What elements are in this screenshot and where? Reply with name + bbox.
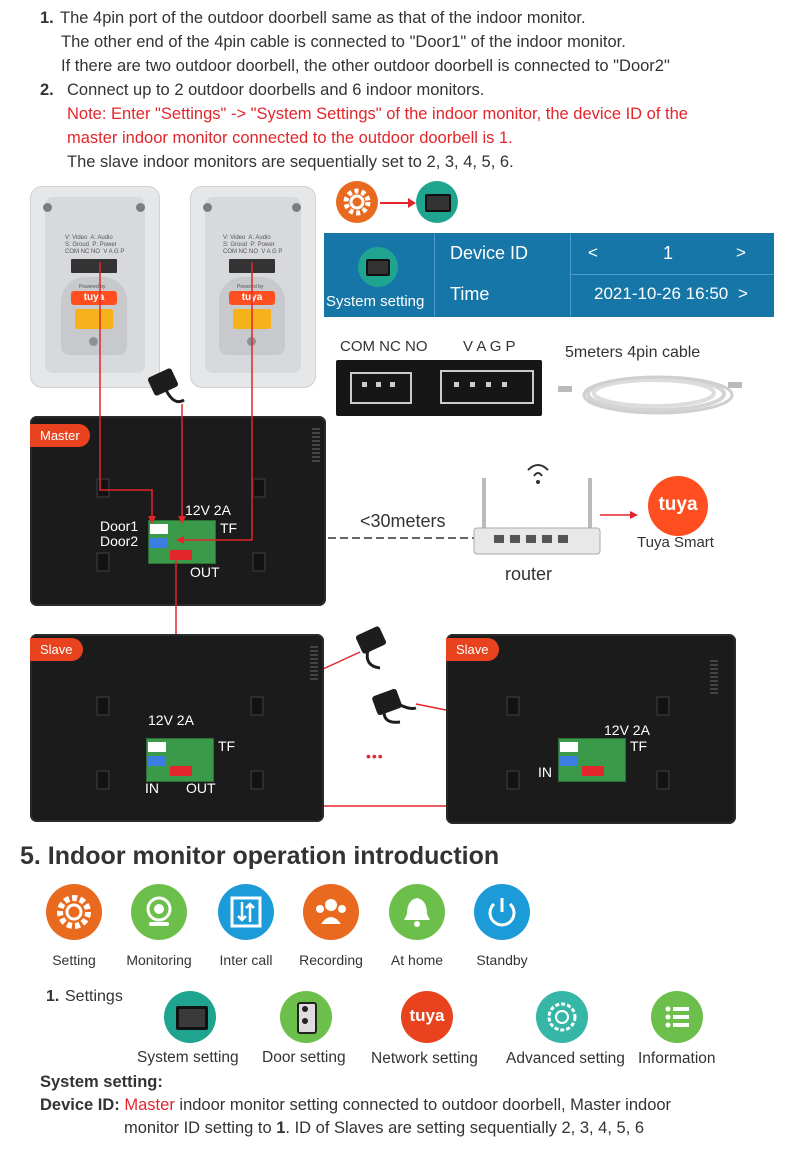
settings-label-information: Information [638,1050,716,1067]
master-tag: Master [30,424,90,447]
step-2-number: 2. [40,81,54,99]
more-monitors-ellipsis: ••• [366,748,384,764]
slave2-in-label: IN [538,764,552,780]
step-1-number: 1. [40,9,54,27]
settings-label-network: Network setting [371,1050,478,1067]
device-id-next-button[interactable]: > [736,243,746,262]
tuya-logo: tuya [71,291,117,305]
device-id-value: 1 [663,243,674,263]
icon-label-recording: Recording [299,952,363,968]
monitor-icon[interactable] [164,991,216,1043]
icon-label-at-home: At home [390,952,444,968]
settings-label-system: System setting [137,1049,239,1066]
connector-block [336,360,542,416]
line-1-rest: indoor monitor setting connected to outd… [174,1096,672,1114]
section-title: 5. Indoor monitor operation introduction [20,842,500,870]
time-next-button[interactable]: > [738,284,748,303]
settings-panel: System setting Device ID Time < 1 > 2021… [324,233,774,317]
icon-label-inter-call: Inter call [219,952,273,968]
settings-title: Settings [65,988,123,1005]
tuya-icon[interactable]: tuya [401,991,453,1043]
door1-label: Door1 [100,518,139,534]
step-1-line-3: If there are two outdoor doorbell, the o… [61,57,670,75]
master-tf-label: TF [220,520,238,536]
outdoor-doorbell-2: V: Video A: Audio S: Groud P: Power COM … [190,186,316,388]
power-icon[interactable] [474,884,530,940]
doorbell-port-labels: V: Video A: Audio S: Groud P: Power COM … [65,235,125,255]
power-adapter-icon [147,368,185,404]
outdoor-doorbell-1: V: Video A: Audio S: Groud P: Power COM … [30,186,160,388]
time-value: 2021-10-26 16:50 [594,284,729,303]
icon-label-monitoring: Monitoring [126,952,192,968]
tuya-smart-label: Tuya Smart [637,534,714,551]
people-icon[interactable] [303,884,359,940]
step-1-line-1: The 4pin port of the outdoor doorbell sa… [60,9,586,27]
tuya-app-icon: tuya [648,476,708,536]
system-setting-heading: System setting: [40,1073,163,1091]
master-id-value: 1 [276,1119,286,1137]
slave1-power-label: 12V 2A [148,712,194,728]
cable-label: 5meters 4pin cable [565,344,701,361]
master-power-label: 12V 2A [185,502,231,518]
power-adapter-icon [355,626,387,670]
device-id-label: Device ID [450,243,529,263]
master-word: Master [124,1096,175,1114]
camera-icon[interactable] [131,884,187,940]
doorbell-port-labels-2: V: Video A: Audio S: Groud P: Power COM … [223,235,283,255]
system-setting-icon [358,247,398,287]
doorbell-icon[interactable] [280,991,332,1043]
connector-right-label: V A G P [463,338,516,355]
power-adapter-icon [372,689,417,724]
icon-label-setting: Setting [52,952,96,968]
step-2-note-1: Note: Enter "Settings" -> "System Settin… [67,105,688,123]
device-id-prev-button[interactable]: < [588,243,598,262]
line-2-pre: monitor ID setting to [124,1119,277,1137]
settings-gear-icon [336,181,378,223]
door2-label: Door2 [100,533,139,549]
router-label: router [505,564,553,584]
doorbell-powered-by: Powered by [79,284,106,290]
slave-monitor-1 [30,634,324,822]
step-1-line-2: The other end of the 4pin cable is conne… [61,33,626,51]
step-2-line-4: The slave indoor monitors are sequential… [67,153,514,171]
intercom-icon[interactable] [218,884,274,940]
system-setting-icon [416,181,458,223]
system-setting-line-2: monitor ID setting to 1. ID of Slaves ar… [124,1119,644,1138]
slave-tag-2: Slave [446,638,499,661]
system-setting-label: System setting [326,293,425,310]
icon-label-standby: Standby [476,952,528,968]
list-icon[interactable] [651,991,703,1043]
connector-left-label: COM NC NO [340,338,428,355]
settings-label-door: Door setting [262,1049,346,1066]
bell-icon[interactable] [389,884,445,940]
settings-number: 1. [46,988,60,1005]
slave1-in-label: IN [145,780,159,796]
slave1-tf-label: TF [218,738,236,754]
step-2-note-2: master indoor monitor connected to the o… [67,129,513,147]
time-label: Time [450,284,490,304]
step-2-line-1: Connect up to 2 outdoor doorbells and 6 … [67,81,485,99]
arrow-right-icon [380,198,416,208]
slave2-power-label: 12V 2A [604,722,650,738]
tuya-logo-2: tuya [229,291,275,305]
line-2-rest: . ID of Slaves are setting sequentially … [285,1119,645,1137]
slave-monitor-2 [446,634,736,824]
distance-label: <30meters [360,511,446,531]
advanced-gear-icon[interactable] [536,991,588,1043]
settings-label-advanced: Advanced setting [506,1050,625,1067]
slave2-tf-label: TF [630,738,648,754]
slave-tag-1: Slave [30,638,83,661]
router-icon [473,464,601,555]
system-setting-line-1: Device ID: Master indoor monitor setting… [40,1096,671,1115]
slave1-out-label: OUT [186,780,216,796]
device-id-heading: Device ID: [40,1096,120,1114]
gear-icon[interactable] [46,884,102,940]
master-out-label: OUT [190,564,220,580]
cable-coil-icon [558,375,742,415]
doorbell-powered-by-2: Powered by [237,284,264,290]
